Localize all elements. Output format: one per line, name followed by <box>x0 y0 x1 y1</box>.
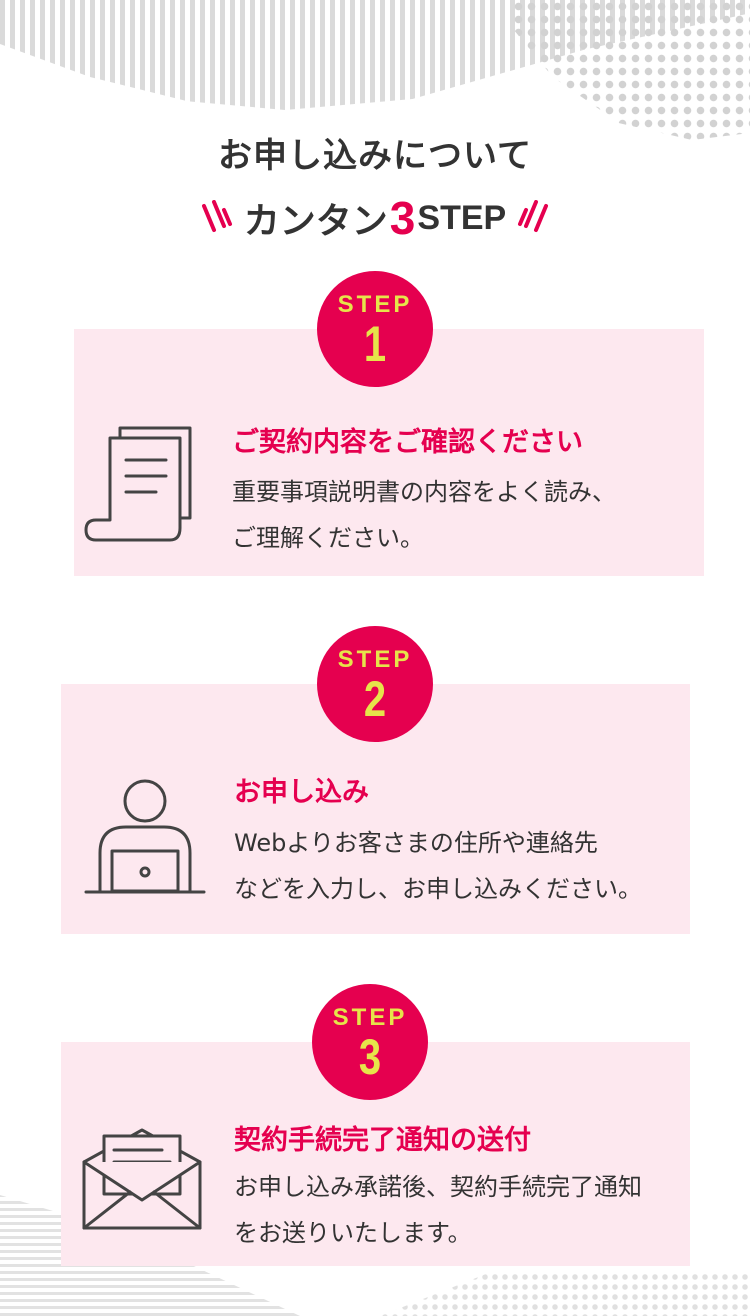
step-badge-number: 2 <box>363 671 387 727</box>
step-badge-label: STEP <box>337 646 413 673</box>
step-body-line: Webよりお客さまの住所や連絡先 <box>234 829 598 857</box>
document-icon <box>84 426 192 542</box>
step-body-line: をお送りいたします。 <box>234 1219 472 1247</box>
step-badge-3: STEP 3 <box>312 984 428 1100</box>
slash-right-icon <box>518 200 549 232</box>
envelope-letter-icon <box>82 1128 202 1230</box>
step-badge-1: STEP 1 <box>317 271 433 387</box>
page-title: お申し込みについて <box>218 136 532 176</box>
step-body-line: などを入力し、お申し込みください。 <box>234 875 642 903</box>
step-badge-number: 1 <box>363 316 387 372</box>
subtitle-number: 3 <box>389 192 416 244</box>
step-title-1: ご契約内容をご確認ください <box>232 427 583 458</box>
step-badge-label: STEP <box>337 291 413 318</box>
person-laptop-icon <box>84 779 206 894</box>
subtitle-step: STEP <box>417 198 507 237</box>
step-badge-label: STEP <box>332 1004 408 1031</box>
step-title-3: 契約手続完了通知の送付 <box>234 1125 531 1156</box>
step-body-1: 重要事項説明書の内容をよく読み、 ご理解ください。 <box>232 469 616 561</box>
step-badge-number: 3 <box>358 1029 382 1085</box>
step-body-line: 重要事項説明書の内容をよく読み、 <box>232 478 616 506</box>
decor-dots-bottom <box>380 1272 750 1316</box>
step-body-line: ご理解ください。 <box>232 524 424 552</box>
subtitle-main: カンタン <box>243 201 388 242</box>
step-title-2: お申し込み <box>234 777 369 808</box>
step-body-line: お申し込み承諾後、契約手続完了通知 <box>234 1173 642 1201</box>
slash-left-icon <box>201 200 232 232</box>
page-subtitle: カンタン 3 STEP <box>0 190 750 246</box>
step-body-3: お申し込み承諾後、契約手続完了通知 をお送りいたします。 <box>234 1164 642 1256</box>
step-body-2: Webよりお客さまの住所や連絡先 などを入力し、お申し込みください。 <box>234 820 642 912</box>
step-badge-2: STEP 2 <box>317 626 433 742</box>
